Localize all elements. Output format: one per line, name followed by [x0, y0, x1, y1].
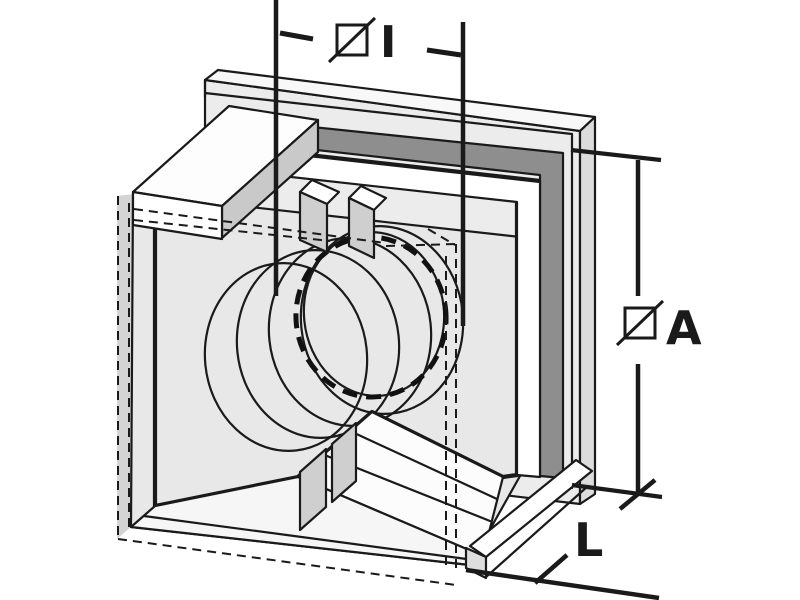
bottom-ring-cut-block [330, 421, 358, 504]
cut-block-side-face [347, 196, 376, 260]
label-depth: L [574, 513, 603, 567]
bottom-ring-cut-block [298, 447, 328, 532]
dim-L-oblique-tick [533, 553, 569, 585]
hidden-hole-top-edge [385, 243, 457, 247]
cut-block-side-face [298, 190, 329, 254]
hidden-hole-corner-diagonal [427, 228, 456, 246]
flange-inner-margin-lines [203, 78, 574, 490]
square-symbol-slash [615, 299, 665, 347]
square-symbol-slash [327, 16, 377, 64]
dim-A-oblique-tick [618, 478, 657, 511]
dim-L-line [465, 567, 660, 600]
square-section-symbol [615, 299, 665, 347]
bottom-rail-top-face [468, 458, 594, 559]
dimension-inner-diameter: I [273, 0, 466, 326]
flange-right-edge [578, 115, 597, 506]
hidden-edges [117, 196, 457, 586]
bottom-frame-line [142, 514, 476, 562]
dim-A-extension-bottom [571, 482, 663, 500]
bottom-rail-bottom-edge [484, 484, 590, 579]
hidden-lining-edge-2 [133, 219, 331, 242]
dimension-depth: L [465, 513, 660, 600]
hidden-lining-edge-1 [133, 208, 386, 244]
hidden-bottom-edge [117, 538, 457, 586]
square-symbol-box [335, 23, 369, 57]
top-ring-cut-blocks [298, 178, 388, 260]
dim-I-tick-right [426, 47, 462, 58]
dimension-face-size: A [570, 147, 702, 511]
cut-bottom-shelf [129, 410, 594, 580]
label-face-size: A [666, 301, 702, 355]
dim-A-extension-top [570, 147, 662, 163]
cut-top-wall-beam [131, 104, 320, 241]
dim-I-tick-left [279, 30, 314, 42]
square-symbol-box [623, 306, 657, 340]
label-inner-diameter: I [380, 17, 396, 68]
square-section-symbol [327, 16, 377, 64]
